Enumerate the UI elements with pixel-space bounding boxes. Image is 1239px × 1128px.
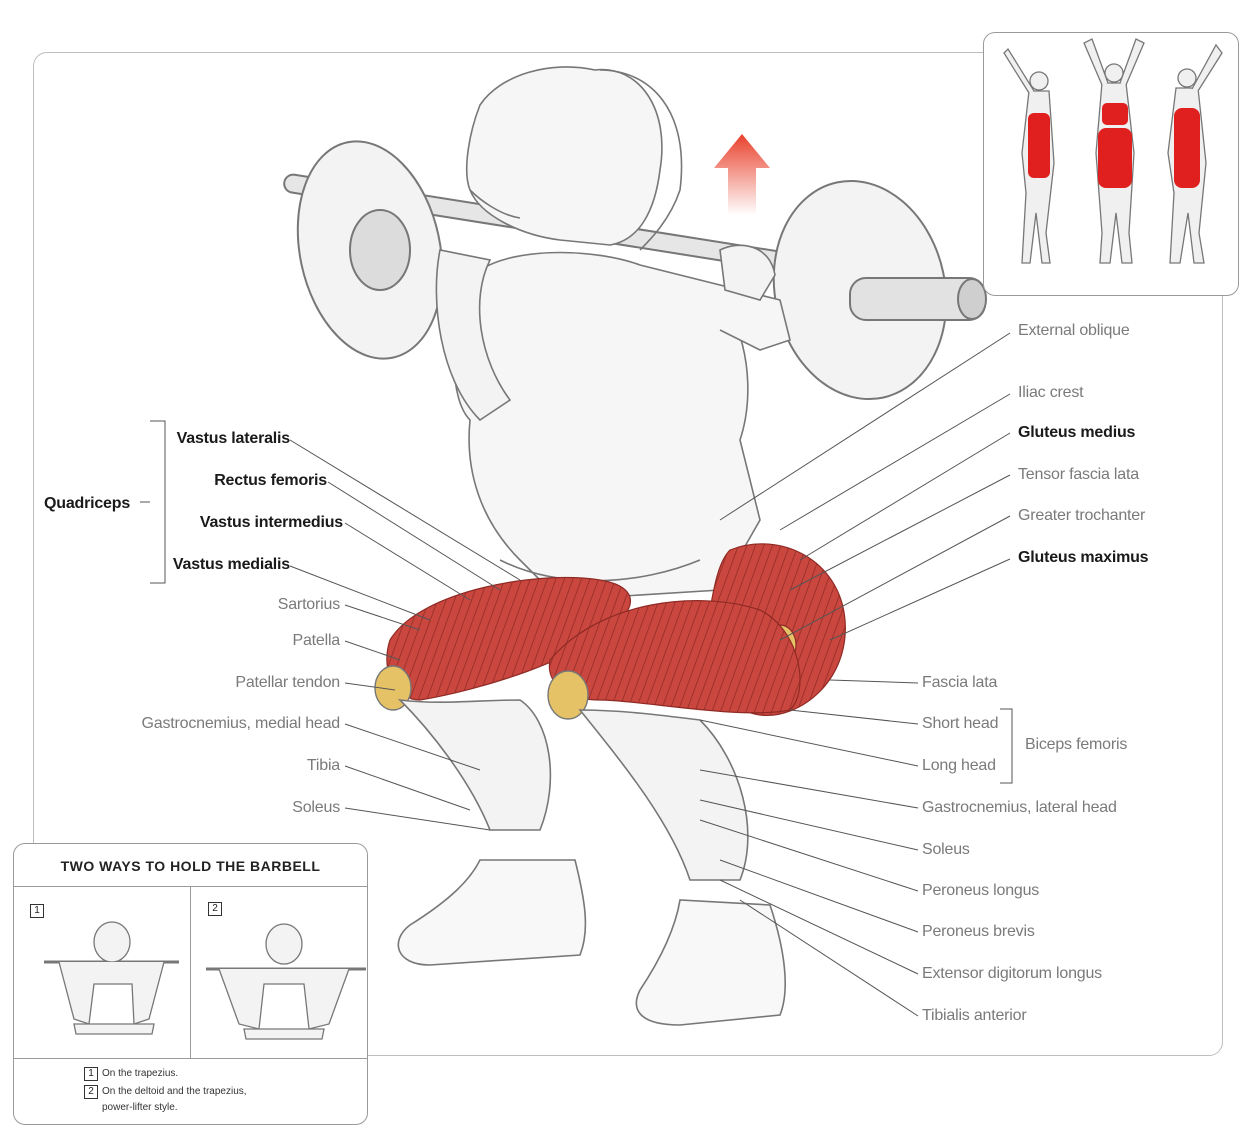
rectus-femoris-label: Rectus femoris [170,472,327,490]
soleus-right-label: Soleus [922,841,970,859]
patellar-tendon-label: Patellar tendon [140,674,340,692]
vastus-medialis-label: Vastus medialis [140,556,290,574]
external-oblique-label: External oblique [1018,322,1130,340]
divider [14,1058,367,1059]
note-1-text: On the trapezius. [102,1068,178,1079]
vastus-lateralis-label: Vastus lateralis [140,430,290,448]
tibia-label: Tibia [140,757,340,775]
hold-figures [14,844,367,1058]
note-1-number: 1 [84,1067,98,1081]
fascia-lata-label: Fascia lata [922,674,997,692]
short-head-label: Short head [922,715,998,733]
barbell-hold-box: TWO WAYS TO HOLD THE BARBELL 1 2 1 On th… [13,843,368,1125]
highlight-figures [984,33,1238,295]
extensor-digitorum-label: Extensor digitorum longus [922,965,1102,983]
shoes [398,860,785,1025]
quadriceps-label: Quadriceps [44,495,130,513]
gastrocnemius-medial-label: Gastrocnemius, medial head [100,715,340,733]
note-2-number: 2 [84,1085,98,1099]
iliac-crest-label: Iliac crest [1018,384,1083,402]
highlighted-muscles [1028,103,1200,188]
tensor-fascia-lata-label: Tensor fascia lata [1018,466,1139,484]
long-head-label: Long head [922,757,996,775]
lower-legs [400,700,748,880]
gluteus-maximus-label: Gluteus maximus [1018,549,1148,567]
greater-trochanter-label: Greater trochanter [1018,507,1145,525]
soleus-left-label: Soleus [140,799,340,817]
vastus-intermedius-label: Vastus intermedius [170,514,343,532]
patella-label: Patella [140,632,340,650]
gluteus-medius-label: Gluteus medius [1018,424,1135,442]
peroneus-longus-label: Peroneus longus [922,882,1039,900]
muscle-highlight-inset [983,32,1239,296]
sartorius-label: Sartorius [140,596,340,614]
arrow-up-icon [714,134,770,215]
gastrocnemius-lateral-label: Gastrocnemius, lateral head [922,799,1117,817]
note-2-text: On the deltoid and the trapezius, [102,1086,247,1097]
note-2-text-cont: power-lifter style. [102,1102,178,1113]
peroneus-brevis-label: Peroneus brevis [922,923,1035,941]
tibialis-anterior-label: Tibialis anterior [922,1007,1027,1025]
biceps-femoris-label: Biceps femoris [1025,736,1127,754]
